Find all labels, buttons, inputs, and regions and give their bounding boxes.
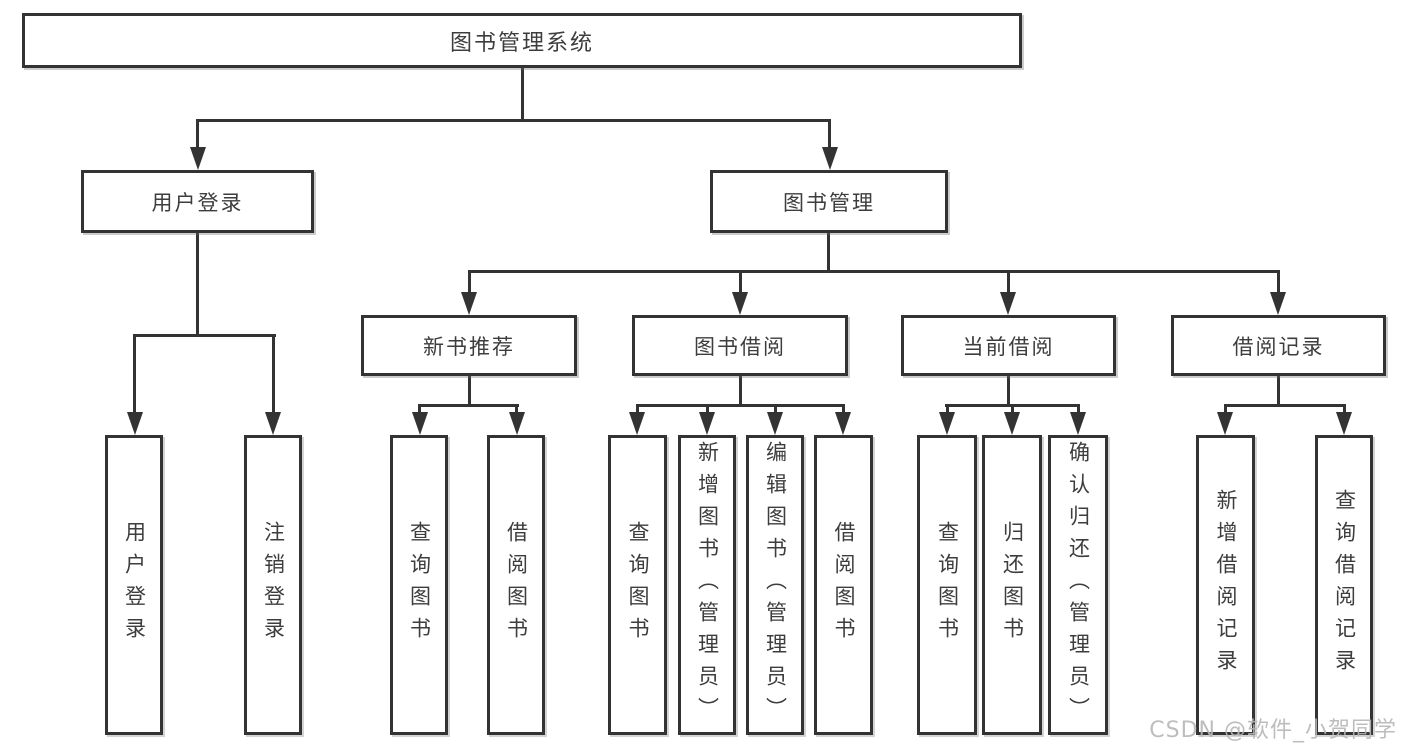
connector-drop-rec-leaf1 — [418, 404, 421, 414]
node-user-login-label: 用户登录 — [151, 190, 244, 215]
connector-bookmgmt-bar — [468, 270, 1280, 273]
leaf-add-books-admin: 新增图书（管理员） — [678, 435, 736, 735]
arrowhead-user-login — [190, 147, 206, 170]
arrowhead-bor-leaf1 — [629, 412, 645, 435]
node-root: 图书管理系统 — [22, 13, 1022, 68]
connector-drop-book-mgmt — [828, 119, 831, 151]
connector-drop-login-leaf — [133, 334, 136, 415]
leaf-user-login: 用户登录 — [105, 435, 163, 735]
connector-bookmgmt-stem — [827, 231, 830, 273]
arrowhead-login-leaf — [127, 412, 143, 435]
arrowhead-borrow — [732, 292, 748, 315]
node-new-book-recommend-label: 新书推荐 — [423, 334, 515, 359]
leaf-query-borrow-record: 查询借阅记录 — [1315, 435, 1373, 735]
connector-records-bar — [1224, 404, 1346, 407]
leaf-logout-label: 注销登录 — [261, 521, 286, 649]
node-current-borrow: 当前借阅 — [901, 315, 1116, 376]
arrowhead-logout-leaf — [265, 412, 281, 435]
watermark: CSDN @软件_小贺同学 — [1149, 718, 1397, 743]
node-borrow-records: 借阅记录 — [1171, 315, 1386, 376]
connector-drop-user-login — [196, 119, 199, 151]
leaf-query-borrow-record-label: 查询借阅记录 — [1332, 489, 1357, 681]
connector-drop-cur-leaf3 — [1077, 404, 1080, 414]
leaf-borrow-query-books-label: 查询图书 — [626, 521, 650, 649]
leaf-confirm-return-admin: 确认归还（管理员） — [1048, 435, 1108, 735]
arrowhead-records — [1270, 292, 1286, 315]
node-borrow-records-label: 借阅记录 — [1232, 334, 1325, 359]
leaf-borrow-books-label: 借阅图书 — [832, 521, 856, 649]
node-book-mgmt: 图书管理 — [710, 170, 948, 233]
connector-root-bar — [197, 119, 831, 122]
leaf-recommend-borrow-books: 借阅图书 — [487, 435, 545, 735]
arrowhead-cur-leaf1 — [939, 412, 955, 435]
leaf-recommend-borrow-books-label: 借阅图书 — [504, 521, 529, 649]
leaf-return-books-label: 归还图书 — [1000, 521, 1025, 649]
node-book-borrow-label: 图书借阅 — [694, 334, 786, 359]
connector-drop-bor-leaf4 — [842, 404, 845, 414]
connector-userlogin-bar — [133, 334, 276, 337]
leaf-borrow-books: 借阅图书 — [814, 435, 873, 735]
connector-drop-bor-leaf1 — [636, 404, 639, 414]
connector-drop-current — [1007, 270, 1010, 294]
node-new-book-recommend: 新书推荐 — [361, 315, 577, 376]
connector-userlogin-stem — [196, 231, 199, 336]
leaf-edit-books-admin-label: 编辑图书（管理员） — [763, 441, 788, 729]
node-current-borrow-label: 当前借阅 — [962, 334, 1055, 359]
arrowhead-rec-leaf2 — [509, 412, 525, 435]
arrowhead-recd-leaf1 — [1217, 412, 1233, 435]
leaf-current-query-books: 查询图书 — [917, 435, 977, 735]
connector-borrow-bar — [636, 404, 845, 407]
arrowhead-bor-leaf4 — [835, 412, 851, 435]
leaf-add-borrow-record: 新增借阅记录 — [1196, 435, 1255, 735]
connector-drop-bor-leaf2 — [706, 404, 709, 414]
node-book-mgmt-label: 图书管理 — [783, 190, 875, 215]
arrowhead-recommend — [461, 292, 477, 315]
arrowhead-book-mgmt — [822, 147, 838, 170]
connector-drop-cur-leaf1 — [946, 404, 949, 414]
arrowhead-rec-leaf1 — [412, 412, 428, 435]
arrowhead-current — [1000, 292, 1016, 315]
arrowhead-recd-leaf2 — [1336, 412, 1352, 435]
connector-drop-records — [1277, 270, 1280, 294]
leaf-user-login-label: 用户登录 — [122, 521, 147, 649]
connector-drop-borrow — [739, 270, 742, 294]
leaf-confirm-return-admin-label: 确认归还（管理员） — [1066, 441, 1091, 729]
connector-drop-rec-leaf2 — [515, 404, 518, 414]
connector-drop-cur-leaf2 — [1011, 404, 1014, 414]
connector-current-stem — [1007, 373, 1010, 407]
node-user-login: 用户登录 — [81, 170, 314, 233]
leaf-add-borrow-record-label: 新增借阅记录 — [1214, 489, 1238, 681]
node-root-label: 图书管理系统 — [449, 30, 594, 56]
arrowhead-bor-leaf2 — [699, 412, 715, 435]
leaf-add-books-admin-label: 新增图书（管理员） — [695, 441, 720, 729]
leaf-logout: 注销登录 — [244, 435, 302, 735]
arrowhead-cur-leaf3 — [1070, 412, 1086, 435]
connector-drop-recommend — [468, 270, 471, 294]
connector-recommend-stem — [468, 373, 471, 407]
leaf-borrow-query-books: 查询图书 — [608, 435, 667, 735]
leaf-edit-books-admin: 编辑图书（管理员） — [746, 435, 804, 735]
leaf-current-query-books-label: 查询图书 — [935, 521, 960, 649]
leaf-return-books: 归还图书 — [982, 435, 1042, 735]
connector-drop-recd-leaf2 — [1343, 404, 1346, 414]
connector-borrow-stem — [739, 373, 742, 407]
connector-drop-bor-leaf3 — [774, 404, 777, 414]
leaf-recommend-query-books-label: 查询图书 — [407, 521, 432, 649]
connector-drop-recd-leaf1 — [1224, 404, 1227, 414]
connector-recommend-bar — [418, 404, 519, 407]
arrowhead-cur-leaf2 — [1004, 412, 1020, 435]
connector-records-stem — [1277, 373, 1280, 407]
connector-drop-logout-leaf — [272, 334, 275, 415]
leaf-recommend-query-books: 查询图书 — [390, 435, 448, 735]
arrowhead-bor-leaf3 — [767, 412, 783, 435]
node-book-borrow: 图书借阅 — [632, 315, 848, 376]
connector-root-stem — [521, 66, 524, 120]
